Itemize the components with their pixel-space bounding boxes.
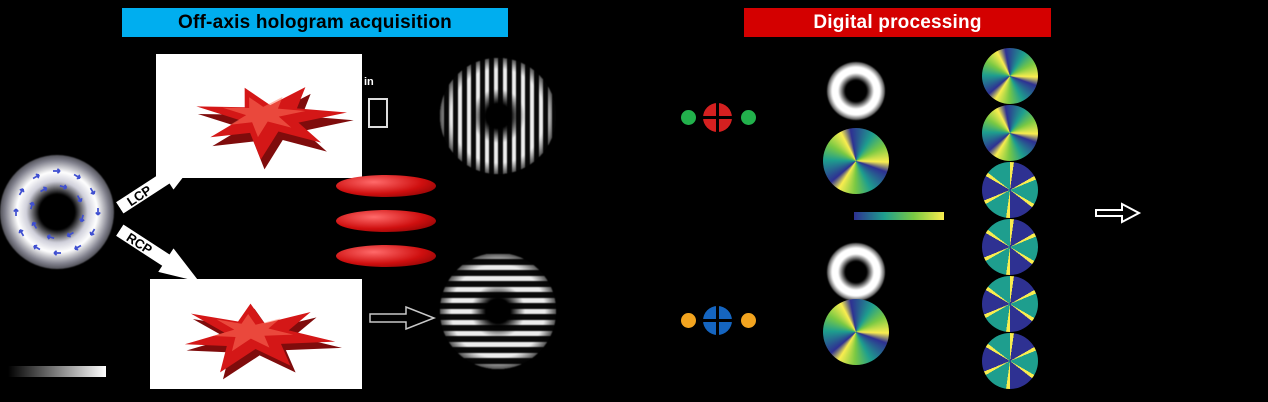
fourier-order-dot-bottom-right <box>741 313 756 328</box>
polarization-arrows <box>13 168 101 256</box>
output-arrow <box>1095 202 1142 224</box>
intensity-scalebar <box>8 366 106 377</box>
amplitude-donut-bottom <box>827 243 885 301</box>
mode-phase-wheel-1 <box>982 48 1038 104</box>
fourier-order-dot-top-left <box>681 110 696 125</box>
interference-label: in <box>364 76 374 88</box>
wavefront-surface-highlight <box>222 96 306 138</box>
lcp-arrow-label: LCP <box>123 181 154 209</box>
fourier-order-dot-bottom-left <box>681 313 696 328</box>
mode-phase-wheel-6 <box>982 333 1038 389</box>
wavefront-surface-highlight <box>213 313 294 352</box>
hologram-bottom <box>440 253 556 369</box>
hologram-donut-shade <box>440 253 556 369</box>
optic-element-box <box>368 98 388 128</box>
wavefront-surface-face <box>196 87 347 160</box>
mode-wheel-column <box>982 48 1038 389</box>
header-acquisition: Off-axis hologram acquisition <box>122 8 508 37</box>
wavefront-surface-bottom <box>184 303 342 380</box>
wavefront-panel-bottom <box>150 279 362 389</box>
fourier-dc-spot-bottom <box>703 306 732 335</box>
header-processing: Digital processing <box>744 8 1051 37</box>
hologram-top <box>440 58 556 174</box>
fourier-order-dot-top-right <box>741 110 756 125</box>
red-optic-ellipse-1 <box>336 175 436 197</box>
phase-colorbar <box>854 212 944 220</box>
hologram-donut-shade <box>440 58 556 174</box>
phase-map-bottom <box>823 299 889 365</box>
mode-phase-wheel-3 <box>982 162 1038 218</box>
rcp-arrow-label: RCP <box>123 229 156 257</box>
red-optic-ellipse-3 <box>336 245 436 267</box>
wavefront-surface-top <box>196 87 354 170</box>
red-optic-ellipse-2 <box>336 210 436 232</box>
mode-phase-wheel-5 <box>982 276 1038 332</box>
mode-phase-wheel-4 <box>982 219 1038 275</box>
mode-phase-wheel-2 <box>982 105 1038 161</box>
beam-to-hologram-arrow <box>369 305 437 331</box>
amplitude-donut-top <box>827 62 885 120</box>
vector-beam-image <box>0 155 114 269</box>
wavefront-panel-top <box>156 54 362 178</box>
fourier-dc-spot-top <box>703 103 732 132</box>
phase-map-top <box>823 128 889 194</box>
